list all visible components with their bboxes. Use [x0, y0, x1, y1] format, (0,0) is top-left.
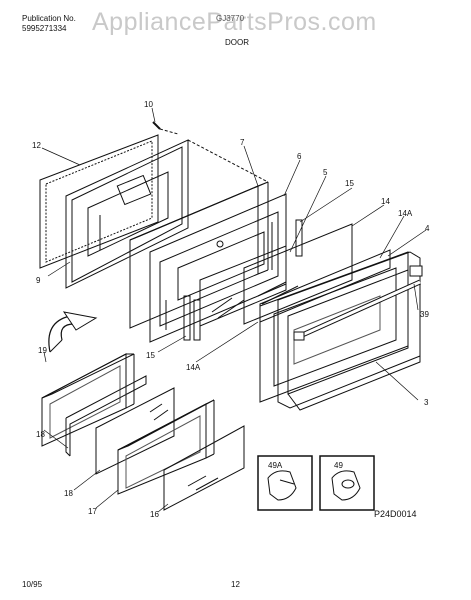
footer-date: 10/95 [22, 580, 43, 589]
part-18-glass [95, 387, 175, 475]
callout-39: 39 [420, 310, 429, 319]
leader-lines [41, 107, 427, 513]
callout-19: 19 [38, 346, 47, 355]
part-18-gasket [65, 375, 147, 457]
callout-6: 6 [297, 152, 302, 161]
callout-15-upper: 15 [345, 179, 354, 188]
callout-4: 4 [425, 224, 430, 233]
part-12-gasket [39, 134, 159, 269]
part-39-handle [293, 265, 423, 341]
callout-10: 10 [144, 100, 153, 109]
inset-49 [319, 455, 375, 511]
watermark: AppliancePartsPros.com [92, 8, 377, 36]
inset-49-label: 49 [334, 461, 343, 470]
part-14a-glass-pack [259, 249, 391, 323]
curved-arrow [48, 311, 98, 353]
section-title: DOOR [225, 38, 249, 47]
callout-14a-upper: 14A [398, 209, 413, 218]
callout-5: 5 [323, 168, 328, 177]
inset-49a-label: 49A [268, 461, 283, 470]
callout-7: 7 [240, 138, 245, 147]
callout-3: 3 [424, 398, 429, 407]
diagram-code: P24D0014 [374, 509, 417, 519]
part-19-window-frame [41, 353, 135, 447]
model-number: GJ3770 [216, 14, 245, 23]
callout-18-lower: 18 [64, 489, 73, 498]
inset-49a [257, 455, 313, 511]
callout-14: 14 [381, 197, 390, 206]
callout-16: 16 [150, 510, 159, 519]
part-17-frame [117, 399, 215, 495]
callout-17: 17 [88, 507, 97, 516]
part-15-retainers [183, 219, 303, 341]
part-10-screw [152, 121, 179, 135]
callout-15-lower: 15 [146, 351, 155, 360]
footer-page-number: 12 [231, 580, 240, 589]
part-16-outer-glass [163, 425, 245, 511]
callout-14a-lower: 14A [186, 363, 201, 372]
callout-12: 12 [32, 141, 41, 150]
callout-9: 9 [36, 276, 41, 285]
part-9-inner-door [65, 139, 189, 289]
part-7-door-liner [129, 139, 269, 329]
part-3-outer-frame [277, 251, 421, 411]
publication-label: Publication No. [22, 14, 76, 23]
part-4-outer-door [259, 251, 409, 403]
publication-number: 5995271334 [22, 24, 67, 33]
part-5-inner-glass [199, 245, 287, 327]
callout-18-upper: 18 [36, 430, 45, 439]
